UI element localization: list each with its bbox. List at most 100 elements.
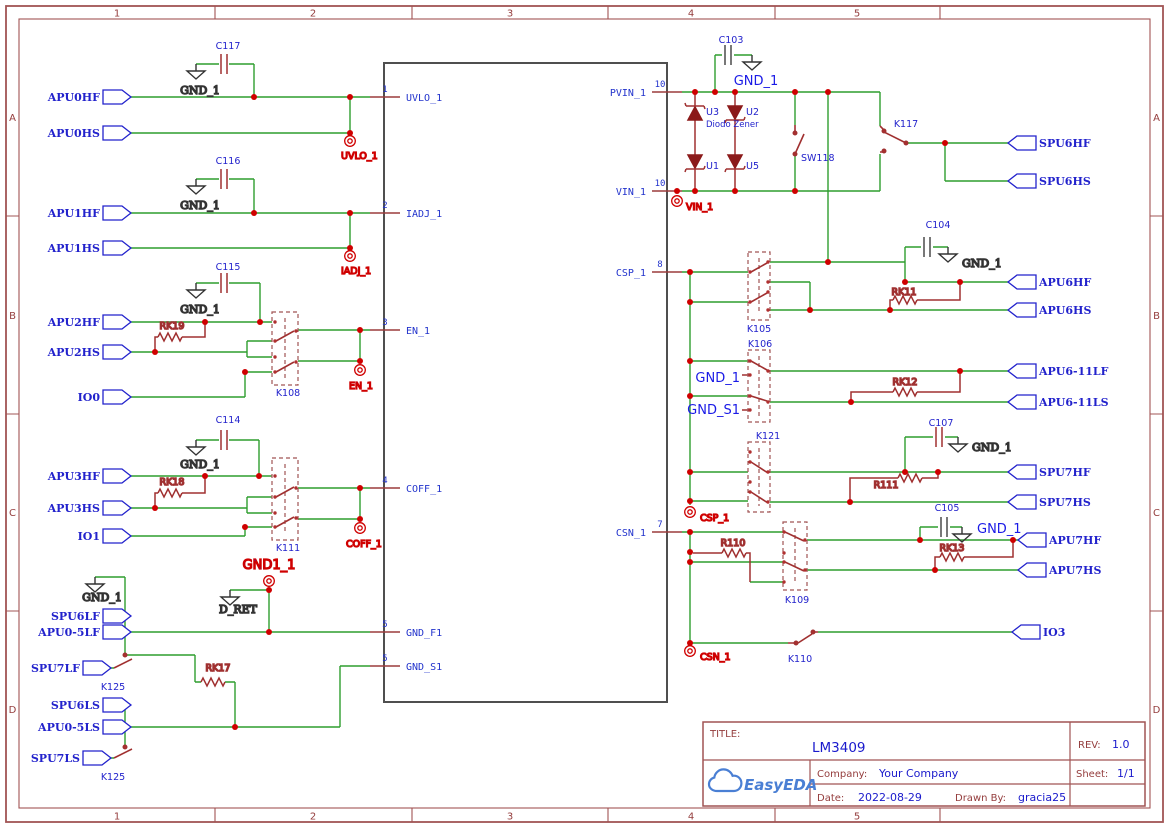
- port-label: APU6HF: [1038, 276, 1091, 289]
- switch-ref: K110: [788, 654, 812, 665]
- port-label: APU3HS: [47, 502, 100, 515]
- port-label: APU0HS: [47, 127, 100, 140]
- capacitor-ref: C107: [929, 418, 954, 429]
- frame-row-right-d: D: [1153, 705, 1161, 716]
- port-label: SPU7HS: [1039, 496, 1091, 509]
- frame-col-top-3: 3: [507, 9, 513, 20]
- port-label: APU2HF: [47, 316, 100, 329]
- switch-ref: K117: [894, 119, 918, 130]
- pin-number: 7: [657, 520, 662, 530]
- test-points[interactable]: UVLO_1 IADJ_1 EN_1 COFF_1 GND1_1 VIN_1 C…: [242, 135, 731, 664]
- diode-ref: U1: [706, 161, 719, 172]
- capacitor-ref: C115: [216, 262, 241, 273]
- frame-col-top-1: 1: [114, 9, 120, 20]
- ground-label: GND_1: [82, 591, 122, 604]
- company-value: Your Company: [878, 767, 959, 780]
- port-label: IO1: [78, 530, 100, 543]
- easyeda-logo-text: EasyEDA: [744, 776, 817, 794]
- company-label: Company:: [817, 769, 867, 780]
- switches[interactable]: K125 K125 SW118 K117 K110: [101, 119, 918, 783]
- zener-diodes[interactable]: U3 U2 Diodo Zener U1 U5: [684, 92, 759, 191]
- rev-value: 1.0: [1112, 738, 1130, 751]
- pin-number: 2: [382, 201, 387, 211]
- frame-row-right-c: C: [1153, 508, 1160, 519]
- title-label: TITLE:: [709, 729, 740, 740]
- cloud-icon: [707, 768, 743, 793]
- frame-row-left-d: D: [9, 705, 17, 716]
- port-label: SPU7LS: [31, 752, 80, 765]
- pin-name: PVIN_1: [610, 88, 646, 99]
- frame-col-bottom-5: 5: [854, 812, 860, 823]
- date-label: Date:: [817, 793, 844, 804]
- ground-label: GND_1: [180, 458, 220, 471]
- pin-number: 1: [382, 85, 387, 95]
- diode-ref: U5: [746, 161, 759, 172]
- port-label: SPU7LF: [31, 662, 80, 675]
- frame-row-right-b: B: [1153, 311, 1160, 322]
- port-label: APU6-11LF: [1038, 365, 1109, 378]
- wires: [95, 54, 1018, 759]
- port-label: APU3HF: [47, 470, 100, 483]
- testpoint-label: COFF_1: [346, 539, 382, 550]
- capacitor-ref: C117: [216, 41, 241, 52]
- resistor-ref: R111: [874, 480, 899, 491]
- ground-label-dret: D_RET: [219, 603, 258, 616]
- frame-col-top-2: 2: [310, 9, 316, 20]
- testpoint-label: GND1_1: [243, 558, 296, 573]
- port-label: IO0: [78, 391, 101, 404]
- net-label-gnds1: GND_S1: [687, 403, 740, 418]
- pin-number: 4: [382, 476, 387, 486]
- port-label: APU1HS: [47, 242, 100, 255]
- port-label: APU7HS: [1048, 564, 1101, 577]
- diode-ref: U3: [706, 107, 719, 118]
- diode-note: Diodo Zener: [706, 120, 759, 130]
- relay-ref: K106: [748, 339, 772, 350]
- capacitors[interactable]: C117 C116 C115 C114 C103 C104 C107 C105: [216, 35, 960, 538]
- resistor-ref: RK19: [160, 321, 185, 332]
- relays[interactable]: K108 K111 K105 K106 K121 K109: [271, 251, 809, 606]
- port-label: APU0-5LS: [37, 721, 100, 734]
- port-label: APU6HS: [1038, 304, 1091, 317]
- rev-label: REV:: [1078, 740, 1101, 751]
- resistor-ref: R110: [721, 538, 746, 549]
- relay-ref: K109: [785, 595, 809, 606]
- frame-row-right-a: A: [1153, 113, 1160, 124]
- chip-lm3409[interactable]: 1 UVLO_1 2 IADJ_1 3 EN_1 4 COFF_1 5 GND_…: [370, 62, 682, 703]
- switch-ref: K125: [101, 772, 125, 783]
- frame-row-left-a: A: [9, 113, 16, 124]
- pin-name: GND_F1: [406, 628, 442, 639]
- testpoint-label: IADJ_1: [341, 266, 371, 277]
- capacitor-ref: C104: [926, 220, 951, 231]
- ports[interactable]: APU0HF APU0HS APU1HF APU1HS APU2HF APU2H…: [31, 89, 1109, 766]
- date-value: 2022-08-29: [858, 791, 922, 804]
- port-label: APU6-11LS: [1038, 396, 1109, 409]
- port-label: SPU7HF: [1039, 466, 1091, 479]
- port-label: APU1HF: [47, 207, 100, 220]
- frame-col-bottom-2: 2: [310, 812, 316, 823]
- capacitor-ref: C105: [935, 503, 960, 514]
- sheet-value: 1/1: [1117, 767, 1135, 780]
- pin-name: GND_S1: [406, 662, 442, 673]
- port-label: APU0HF: [47, 91, 100, 104]
- port-label: SPU6HS: [1039, 175, 1091, 188]
- title-block: TITLE: LM3409 REV: 1.0 Company: Your Com…: [702, 721, 1146, 807]
- ground-label: GND_1: [180, 199, 220, 212]
- drawn-by-value: gracia25: [1018, 791, 1066, 804]
- port-label: IO3: [1043, 626, 1065, 639]
- relay-ref: K111: [276, 543, 300, 554]
- pin-name: COFF_1: [406, 484, 442, 495]
- ground-label: GND_1: [180, 303, 220, 316]
- ground-symbols[interactable]: GND_1 GND_1 GND_1 GND_1 GND_1 D_RET GND_…: [81, 54, 1012, 617]
- port-label: APU0-5LF: [37, 626, 100, 639]
- net-labels[interactable]: GND_1 GND_1 GND_1 GND_S1: [687, 74, 1021, 537]
- port-label: APU2HS: [47, 346, 100, 359]
- frame-col-top-4: 4: [688, 9, 694, 20]
- resistor-ref: RK17: [206, 663, 231, 674]
- resistors[interactable]: RK19 RK18 RK17 RK11 RK12 RK13 R110 R111: [154, 282, 1014, 687]
- frame-col-bottom-4: 4: [688, 812, 694, 823]
- pin-name: CSN_1: [616, 528, 646, 539]
- drawn-by-label: Drawn By:: [955, 793, 1006, 804]
- resistor-ref: RK11: [892, 287, 917, 298]
- port-label: SPU6LS: [51, 699, 100, 712]
